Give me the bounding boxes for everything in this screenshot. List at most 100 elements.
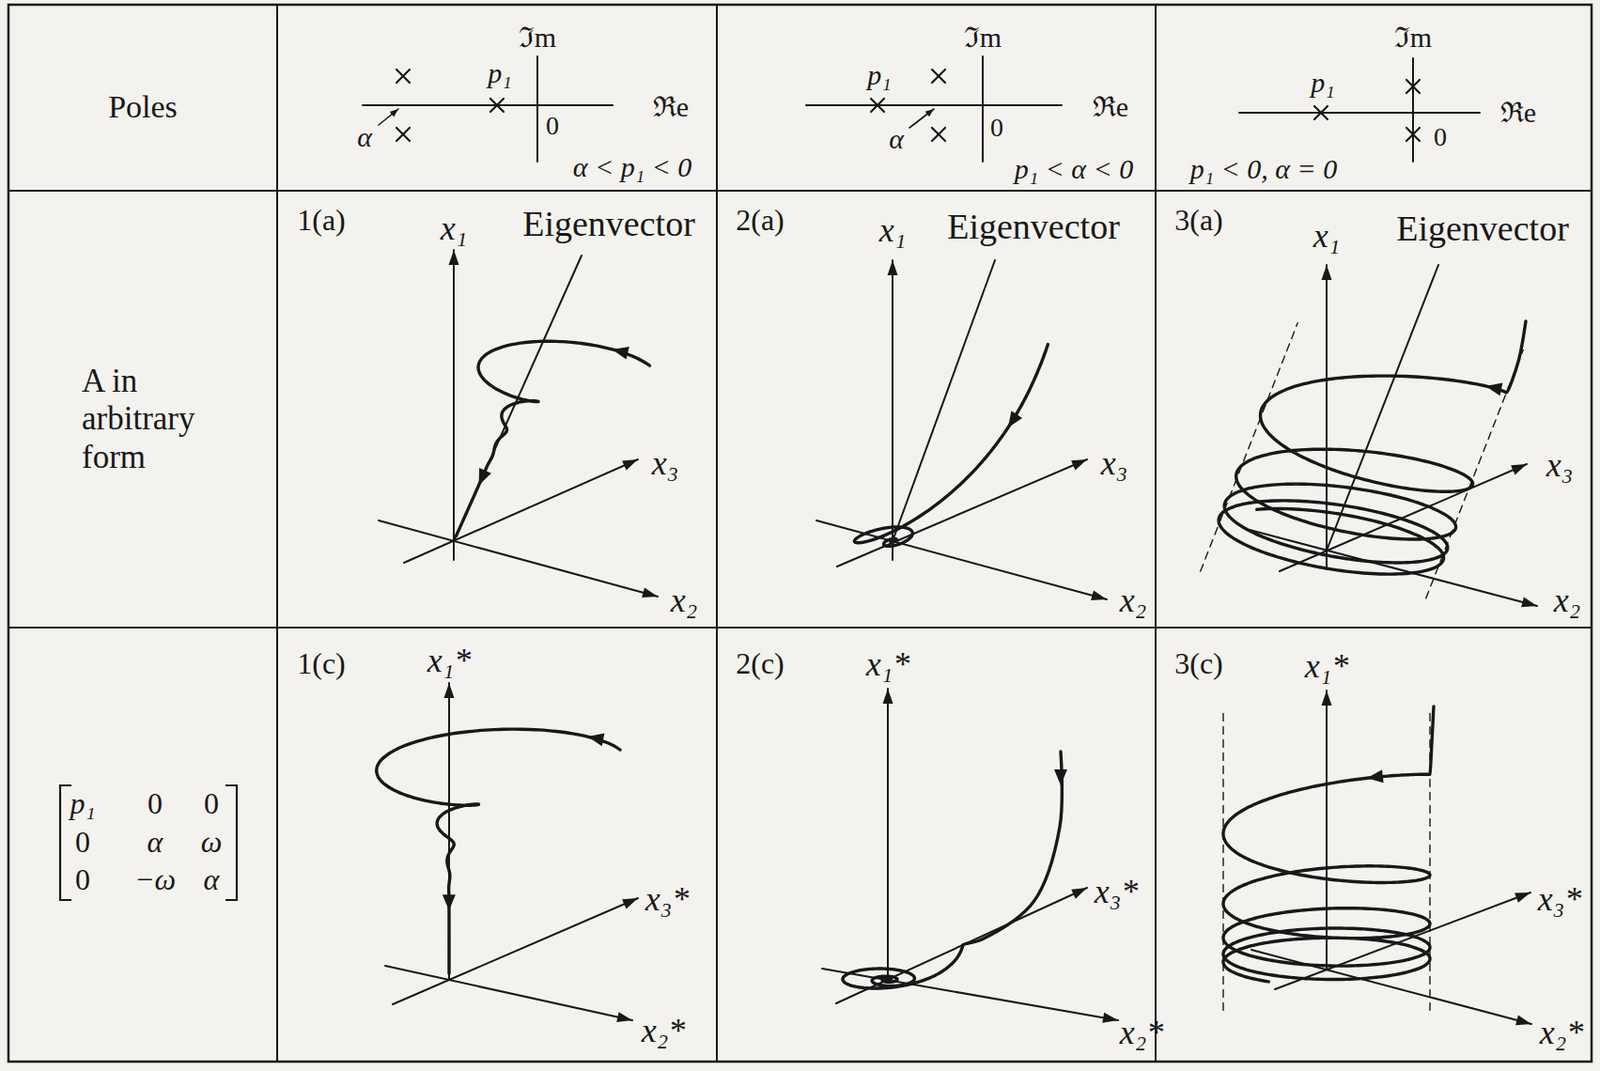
axis-label: x₃* bbox=[1537, 880, 1583, 919]
pole-plot bbox=[806, 56, 1062, 162]
row-rule bbox=[8, 189, 1592, 192]
pole-label: p₁ bbox=[867, 59, 891, 93]
trajectory-arrow-head bbox=[1054, 769, 1068, 786]
axis-arrow-head bbox=[1102, 1012, 1119, 1024]
axis-arrow-head bbox=[621, 898, 638, 909]
axis-label: x₁* bbox=[866, 645, 911, 684]
phase-portrait bbox=[1200, 264, 1538, 607]
column-rule bbox=[715, 4, 718, 1062]
table-border bbox=[8, 4, 1592, 1062]
leader-arrow-head bbox=[389, 108, 399, 117]
phase-portrait bbox=[376, 683, 638, 1023]
imaginary-axis bbox=[1412, 58, 1414, 162]
right-bracket bbox=[225, 785, 237, 901]
axis-name: ℑm bbox=[518, 21, 557, 55]
phase-portrait bbox=[822, 688, 1119, 1024]
pole-cross bbox=[870, 98, 885, 112]
axis-label: x₃ bbox=[1101, 444, 1129, 483]
eigenvector-label: Eigenvector bbox=[947, 206, 1120, 249]
eigenvector-line bbox=[1326, 264, 1439, 551]
axis-arrow-head bbox=[621, 459, 638, 471]
pole-cross bbox=[1406, 79, 1420, 94]
pole-cross bbox=[932, 127, 946, 141]
matrix-entry: ω bbox=[201, 824, 223, 860]
axis-arrow-head bbox=[1510, 464, 1527, 475]
pole-cross bbox=[396, 69, 410, 83]
matrix-entry: 0 bbox=[147, 786, 163, 822]
panel-number: 2(c) bbox=[735, 646, 785, 682]
phase-portrait bbox=[1223, 690, 1532, 1026]
eigenvector-label: Eigenvector bbox=[1396, 208, 1569, 250]
axis-arrow-head bbox=[1521, 597, 1538, 608]
real-axis bbox=[362, 104, 613, 107]
state-trajectory bbox=[376, 729, 621, 974]
axis-label: x₁* bbox=[427, 641, 472, 681]
axis-arrow-head bbox=[641, 588, 658, 599]
panel-number: 1(a) bbox=[296, 202, 346, 238]
leader-arrow-head bbox=[925, 108, 934, 117]
axis-arrow-head bbox=[887, 260, 899, 276]
axis-label: x₂* bbox=[1119, 1013, 1165, 1053]
axis-arrow-head bbox=[1090, 590, 1107, 602]
axis-arrow-head bbox=[449, 249, 460, 265]
axis-label: x₁* bbox=[1304, 647, 1350, 686]
axis-arrow-head bbox=[444, 683, 455, 699]
pole-cross bbox=[1406, 79, 1420, 94]
real-axis bbox=[806, 104, 1062, 107]
axis-arrow-head bbox=[1071, 459, 1088, 470]
axis-label: x₂* bbox=[641, 1011, 686, 1051]
axis-arrow-head bbox=[1071, 887, 1088, 900]
pole-label: α bbox=[888, 123, 904, 156]
axis-line bbox=[385, 965, 633, 1021]
phase-portrait bbox=[816, 260, 1107, 601]
pole-cross bbox=[396, 127, 410, 141]
matrix-entry: p₁ bbox=[69, 786, 95, 822]
pole-label: p₁ bbox=[487, 57, 512, 91]
axis-name: ℑm bbox=[1394, 21, 1432, 55]
axis-label: x₁ bbox=[1313, 217, 1341, 256]
axis-label: x₃ bbox=[652, 444, 680, 483]
axis-line bbox=[1251, 949, 1532, 1025]
matrix-entry: −ω bbox=[134, 862, 176, 898]
pole-cross bbox=[932, 69, 946, 83]
state-trajectory bbox=[842, 751, 1062, 989]
matrix-entry: 0 bbox=[75, 824, 91, 860]
axis-arrow-head bbox=[883, 688, 894, 704]
trajectory-arrow-head bbox=[1485, 383, 1503, 397]
axis-line bbox=[392, 898, 638, 1005]
axis-label: x₃* bbox=[645, 880, 690, 919]
pole-plot bbox=[1239, 58, 1480, 162]
axis-line bbox=[837, 459, 1088, 567]
pole-cross bbox=[396, 69, 410, 83]
panel-number: 3(c) bbox=[1174, 646, 1224, 682]
axis-line bbox=[822, 968, 1119, 1021]
pole-cross bbox=[932, 69, 946, 83]
matrix-entry: 0 bbox=[75, 862, 91, 898]
axis-line bbox=[1325, 264, 1328, 570]
axis-label: x₂ bbox=[1553, 581, 1582, 621]
axis-label: x₁ bbox=[879, 211, 907, 250]
state-trajectory bbox=[455, 341, 650, 536]
pole-cross bbox=[490, 98, 504, 112]
axis-name: ℑm bbox=[963, 21, 1002, 55]
matrix-brackets bbox=[60, 785, 237, 901]
table-grid bbox=[8, 4, 1592, 1062]
leader-line bbox=[378, 108, 399, 125]
pole-cross bbox=[396, 127, 410, 141]
origin-label: 0 bbox=[1433, 122, 1447, 153]
trajectory-arrow-head bbox=[479, 467, 492, 485]
state-trajectory bbox=[1218, 321, 1526, 575]
matrix-entry: α bbox=[147, 824, 164, 860]
row-heading: A in arbitrary form bbox=[81, 362, 237, 477]
pole-cross bbox=[490, 98, 504, 112]
column-rule bbox=[276, 4, 279, 1062]
axis-line bbox=[403, 459, 638, 563]
axis-name: ℜe bbox=[1500, 96, 1537, 130]
condition-text: p₁ < α < 0 bbox=[1014, 153, 1134, 187]
trajectory-arrow-head bbox=[587, 733, 605, 747]
axis-arrow-head bbox=[616, 1011, 633, 1023]
axis-label: x₂ bbox=[1119, 581, 1148, 621]
axis-label: x₂ bbox=[670, 581, 699, 621]
